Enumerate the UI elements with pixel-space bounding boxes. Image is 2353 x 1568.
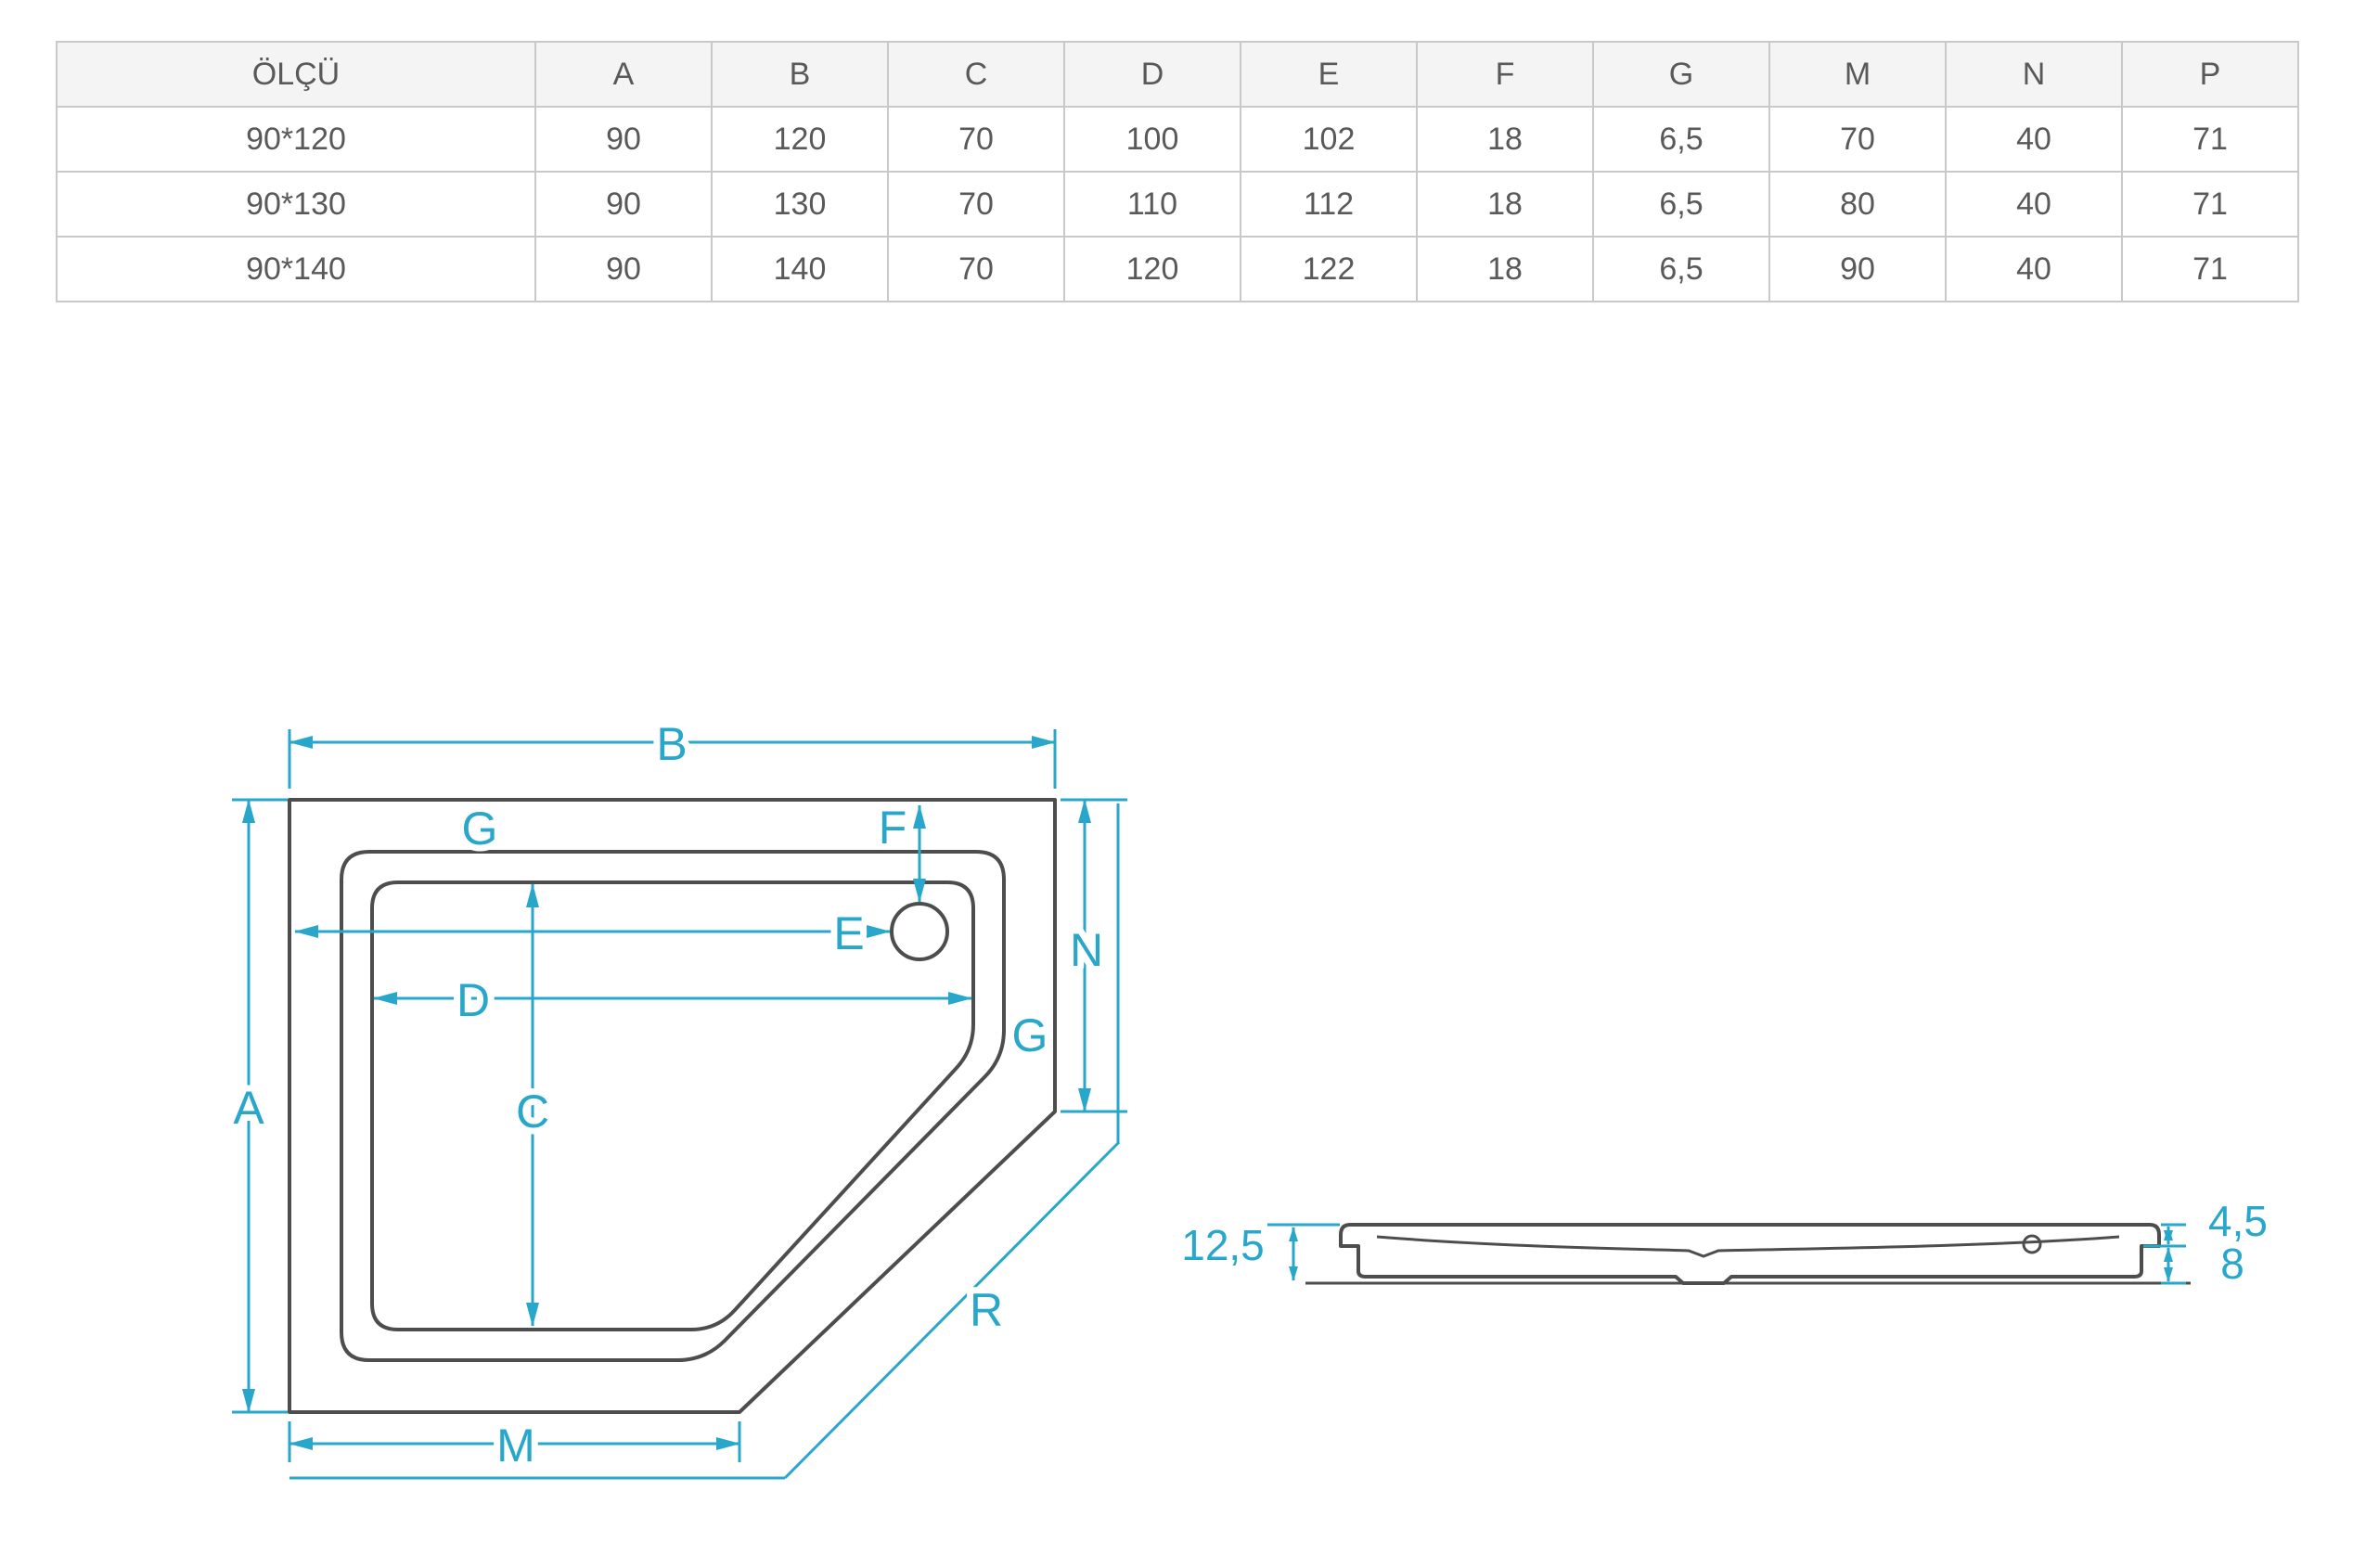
table-cell: 90*120 <box>56 106 536 173</box>
table-cell: 112 <box>1240 171 1418 238</box>
table-cell: 140 <box>711 236 889 302</box>
dim-label-f: F <box>879 802 907 854</box>
table-cell: 120 <box>711 106 889 173</box>
table-cell: 71 <box>2121 171 2299 238</box>
dim-label-d: D <box>456 974 490 1026</box>
table-cell: 130 <box>711 171 889 238</box>
table-cell: 102 <box>1240 106 1418 173</box>
table-header-cell: G <box>1592 41 1770 108</box>
dim-label-g-right: G <box>1012 1009 1048 1061</box>
table-header-row: ÖLÇÜ A B C D E F G M N P <box>56 41 2299 108</box>
tray-profile <box>1339 1223 2161 1285</box>
tray-floor-line <box>1376 1235 2120 1258</box>
table-cell: 110 <box>1063 171 1241 238</box>
table-cell: 70 <box>887 171 1065 238</box>
table-cell: 18 <box>1416 171 1594 238</box>
dim-label-g-top: G <box>462 803 498 855</box>
table-row: 90*140 90 140 70 120 122 18 6,5 90 40 71 <box>56 236 2299 302</box>
table-header-cell: F <box>1416 41 1594 108</box>
table-cell: 6,5 <box>1592 236 1770 302</box>
table-cell: 71 <box>2121 106 2299 173</box>
side-view: 12,5 4,5 8 <box>1175 1190 2274 1294</box>
table-header-cell: B <box>711 41 889 108</box>
dim-label-total-height: 12,5 <box>1181 1221 1265 1269</box>
table-cell: 80 <box>1768 171 1947 238</box>
table-header-cell: E <box>1240 41 1418 108</box>
dim-label-b: B <box>656 718 687 770</box>
dim-line-r <box>783 1140 1121 1480</box>
table-cell: 6,5 <box>1592 171 1770 238</box>
table-row: 90*120 90 120 70 100 102 18 6,5 70 40 71 <box>56 106 2299 173</box>
table-cell: 90 <box>534 106 713 173</box>
table-cell: 90*140 <box>56 236 536 302</box>
table-cell: 18 <box>1416 236 1594 302</box>
dim-label-rim-height: 4,5 <box>2208 1197 2268 1245</box>
dim-label-c: C <box>516 1086 549 1137</box>
drain-hole <box>890 902 949 961</box>
table-cell: 100 <box>1063 106 1241 173</box>
table-cell: 6,5 <box>1592 106 1770 173</box>
table-header-cell: M <box>1768 41 1947 108</box>
table-cell: 70 <box>887 106 1065 173</box>
dim-label-e: E <box>833 907 864 959</box>
table-header-cell: ÖLÇÜ <box>56 41 536 108</box>
dim-label-n: N <box>1070 924 1103 976</box>
table-header-cell: N <box>1945 41 2123 108</box>
table-row: 90*130 90 130 70 110 112 18 6,5 80 40 71 <box>56 171 2299 238</box>
dim-label-base-height: 8 <box>2220 1240 2244 1288</box>
table-cell: 90*130 <box>56 171 536 238</box>
table-cell: 70 <box>1768 106 1947 173</box>
table-header-cell: D <box>1063 41 1241 108</box>
table-cell: 71 <box>2121 236 2299 302</box>
drain-detail <box>2022 1234 2042 1254</box>
spec-table: ÖLÇÜ A B C D E F G M N P 90*120 90 120 7… <box>56 41 2299 302</box>
dim-label-r: R <box>970 1284 1003 1336</box>
table-cell: 40 <box>1945 236 2123 302</box>
plan-view: B A N R M E D <box>226 712 1127 1480</box>
table-header-cell: A <box>534 41 713 108</box>
table-cell: 122 <box>1240 236 1418 302</box>
table-header-cell: P <box>2121 41 2299 108</box>
dim-label-m: M <box>496 1420 535 1472</box>
table-cell: 40 <box>1945 106 2123 173</box>
dim-label-a: A <box>233 1082 264 1134</box>
table-cell: 18 <box>1416 106 1594 173</box>
table-cell: 40 <box>1945 171 2123 238</box>
table-cell: 90 <box>534 171 713 238</box>
table-cell: 70 <box>887 236 1065 302</box>
table-cell: 90 <box>534 236 713 302</box>
table-cell: 90 <box>1768 236 1947 302</box>
table-header-cell: C <box>887 41 1065 108</box>
table-cell: 120 <box>1063 236 1241 302</box>
